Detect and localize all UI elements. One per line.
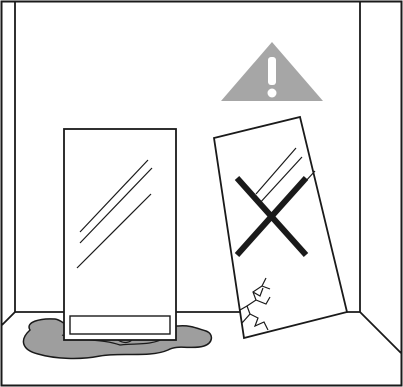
upright-glass-pane-icon — [64, 129, 176, 340]
warning-triangle-icon — [221, 42, 323, 101]
